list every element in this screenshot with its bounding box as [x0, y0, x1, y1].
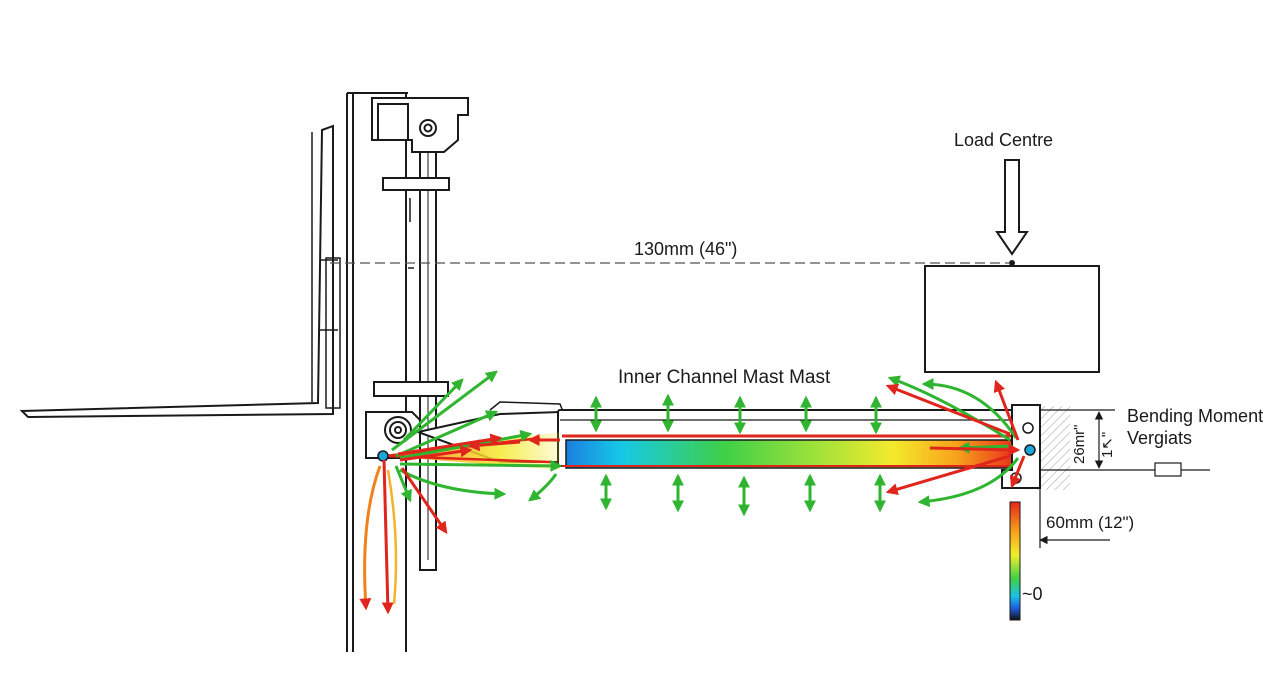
force-arrow	[386, 469, 398, 605]
vergiats-label: Vergiats	[1127, 428, 1192, 448]
force-arrow	[1009, 455, 1026, 489]
force-arrow	[885, 454, 1011, 496]
green-force-arrows	[391, 370, 1020, 517]
force-arrow	[399, 445, 473, 462]
load-centre-arrow	[995, 159, 1029, 256]
force-arrow	[391, 370, 498, 452]
right-support-block	[1001, 404, 1070, 490]
force-arrow	[402, 378, 464, 442]
force-arrow	[885, 383, 1011, 436]
load-centre-label: Load Centre	[954, 130, 1053, 150]
force-arrow	[395, 410, 499, 458]
vertical-dimension-label-a: 26mr"	[1071, 425, 1088, 465]
force-arrow	[397, 433, 503, 456]
force-arrow	[359, 465, 382, 611]
fork-assembly	[19, 124, 341, 419]
scale-zero-label: ~0	[1022, 584, 1043, 604]
red-force-arrows	[359, 379, 1026, 615]
force-arrow	[399, 459, 563, 472]
inner-channel-beam	[377, 401, 1029, 470]
bending-moment-label: Bending Moment	[1127, 406, 1263, 426]
force-arrow	[917, 457, 1020, 508]
force-arrow	[394, 465, 412, 503]
outer-mast	[346, 92, 469, 652]
force-arrow	[467, 439, 521, 452]
force-arrow	[399, 468, 507, 500]
force-arrow	[887, 375, 1011, 442]
vertical-dimension-label-b: 1↖"	[1099, 432, 1116, 458]
force-arrow	[993, 379, 1020, 441]
force-arrow	[921, 378, 1018, 439]
load-box	[924, 260, 1100, 373]
force-arrow	[929, 443, 1021, 456]
force-arrow	[528, 473, 558, 502]
color-scale-bar	[1009, 501, 1021, 621]
vertical-dimension	[1040, 409, 1210, 477]
bottom-dimension-label: 60mm (12")	[1046, 513, 1134, 532]
top-dimension-label: 130mm (46")	[634, 239, 737, 259]
force-arrow	[400, 467, 448, 534]
inner-channel-label: Inner Channel Mast Mast	[618, 367, 831, 388]
force-arrow	[381, 459, 394, 615]
horizontal-dimension	[1039, 488, 1110, 548]
